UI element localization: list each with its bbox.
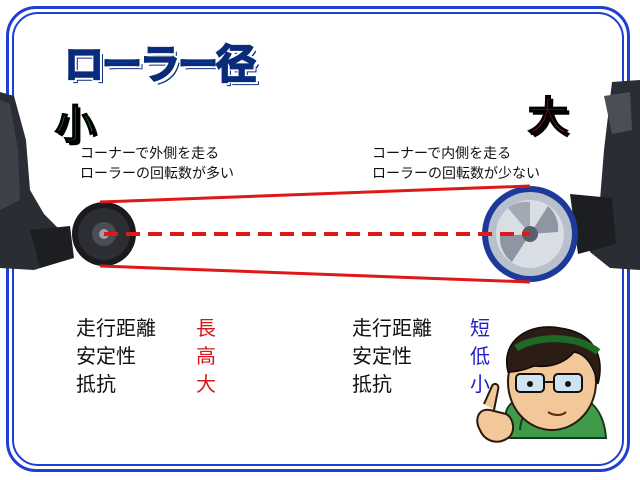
page-title: ローラー径 <box>63 41 257 89</box>
stat-label-distance: 走行距離 <box>352 316 432 340</box>
stat-label-resistance: 抵抗 <box>352 372 392 396</box>
right-value-resistance: 小 <box>470 372 490 396</box>
right-note-line: コーナーで内側を走る <box>372 146 512 162</box>
big-label: 大 <box>527 93 569 141</box>
left-stat-labels: 走行距離 安定性 抵抗 <box>76 314 156 398</box>
small-label: 小 <box>54 101 96 149</box>
right-note-line: ローラーの回転数が少ない <box>372 166 540 182</box>
right-chassis-image <box>570 80 640 270</box>
stat-label-stability: 安定性 <box>352 344 412 368</box>
stat-label-stability: 安定性 <box>76 344 136 368</box>
right-value-stability: 低 <box>470 344 490 368</box>
left-note: コーナーで外側を走る ローラーの回転数が多い <box>80 144 234 184</box>
left-note-line: コーナーで外側を走る <box>80 146 220 162</box>
right-note: コーナーで内側を走る ローラーの回転数が少ない <box>372 144 540 184</box>
left-stat-values: 長 高 大 <box>196 314 216 398</box>
right-value-distance: 短 <box>470 316 490 340</box>
bottom-tangent-line <box>99 264 531 284</box>
left-value-resistance: 大 <box>196 372 216 396</box>
top-tangent-line <box>99 184 531 204</box>
right-stat-values: 短 低 小 <box>470 314 490 398</box>
stat-label-distance: 走行距離 <box>76 316 156 340</box>
left-note-line: ローラーの回転数が多い <box>80 166 234 182</box>
right-stat-labels: 走行距離 安定性 抵抗 <box>352 314 432 398</box>
person-illustration <box>476 326 608 443</box>
stat-label-resistance: 抵抗 <box>76 372 116 396</box>
left-value-stability: 高 <box>196 344 216 368</box>
left-chassis-image <box>0 92 74 270</box>
left-value-distance: 長 <box>196 316 216 340</box>
